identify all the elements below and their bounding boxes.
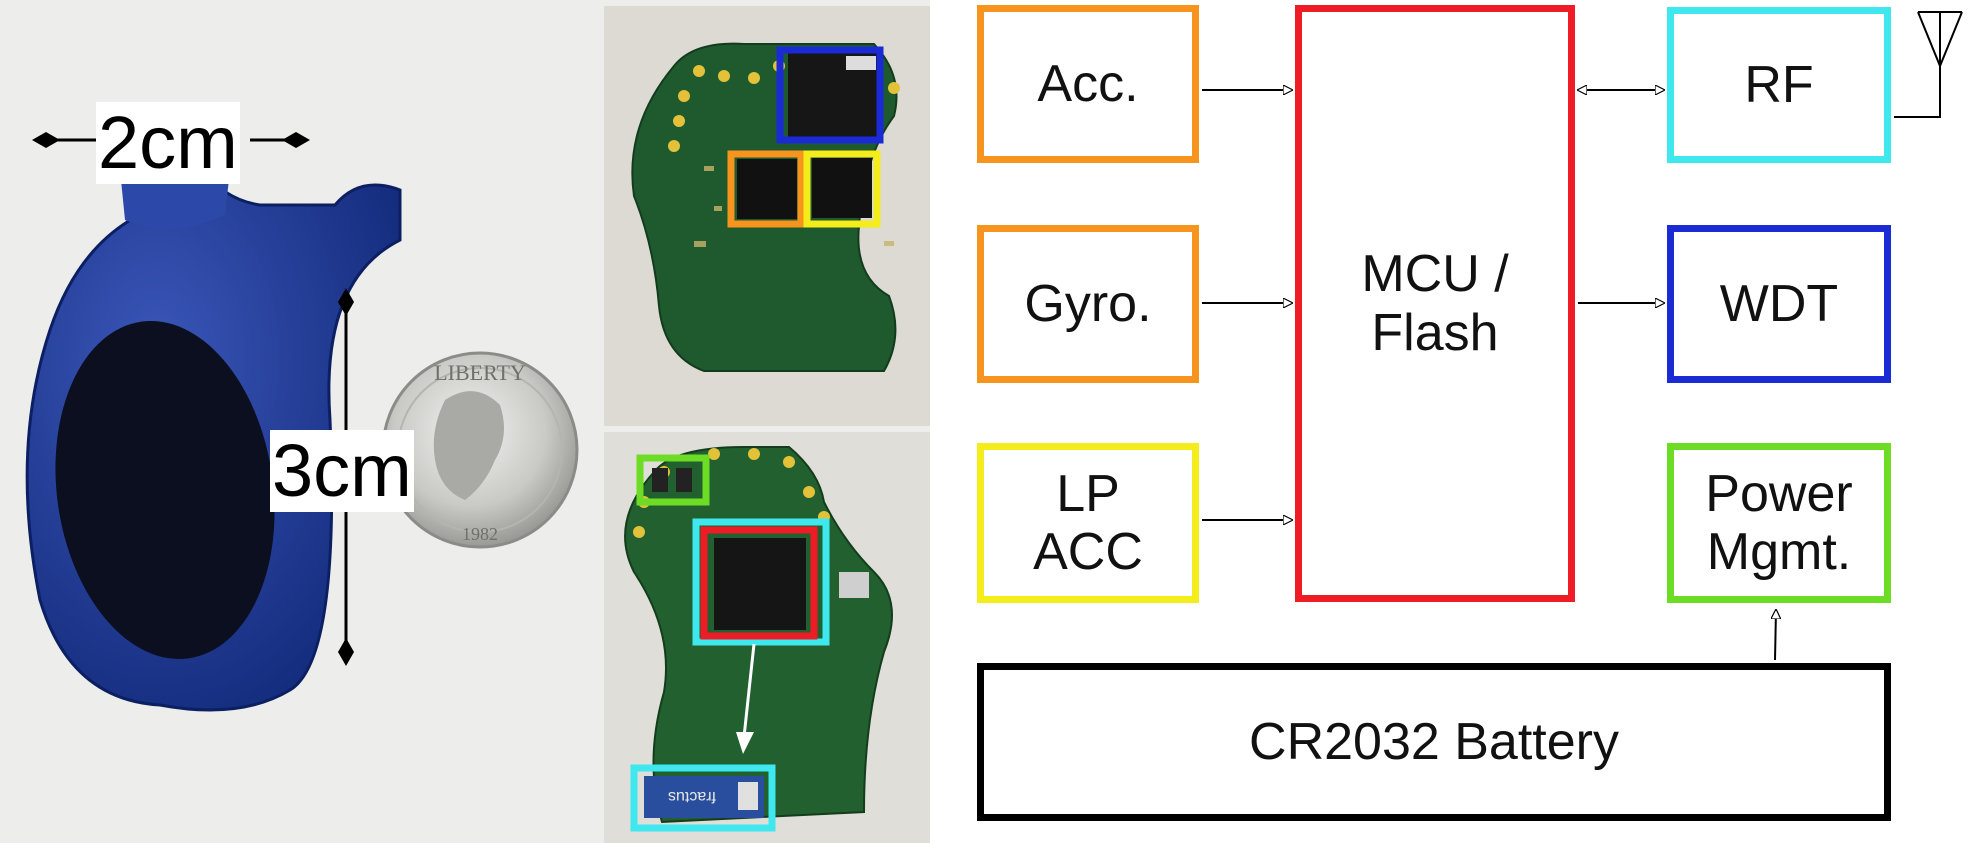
antenna-text: fractus — [668, 788, 716, 805]
pcb-arrow-line — [742, 643, 756, 738]
battery-block: CR2032 Battery — [977, 663, 1891, 821]
pcb-acc-highlight — [727, 150, 805, 228]
mcu-flash-block: MCU / Flash — [1295, 5, 1575, 602]
gyro-block: Gyro. — [977, 225, 1199, 383]
pcb-antenna-highlight — [630, 764, 776, 832]
pcb-rf-highlight — [692, 518, 830, 646]
pcb-wdt-highlight — [776, 46, 884, 144]
height-dimension — [338, 288, 354, 666]
width-label: 2cm — [96, 101, 240, 184]
coin-year: 1982 — [462, 524, 498, 544]
wdt-block: WDT — [1667, 225, 1891, 383]
width-dimension — [32, 132, 310, 148]
pcb-mcu-highlight — [700, 526, 818, 640]
diagram-connectors — [1202, 11, 1963, 661]
fitness-tracker-device — [25, 160, 402, 712]
acc-block: Acc. — [977, 5, 1199, 163]
quarter-coin: LIBERTY 1982 — [381, 351, 579, 549]
antenna-icon — [1894, 11, 1963, 118]
pcb-lpacc-highlight — [803, 150, 881, 228]
device-photo-art: LIBERTY 1982 — [25, 132, 579, 712]
rf-block: RF — [1667, 7, 1891, 163]
coin-text: LIBERTY — [434, 360, 526, 385]
lp-acc-block: LP ACC — [977, 443, 1199, 603]
pcb-bottom-art: fractus — [624, 446, 893, 832]
pcb-bottom-photo: fractus — [604, 432, 930, 843]
pcb-power-highlight — [636, 454, 710, 506]
power-mgmt-block: Power Mgmt. — [1667, 443, 1891, 603]
pcb-top-photo — [604, 6, 930, 426]
block-diagram: Acc. Gyro. LP ACC MCU / Flash RF WDT Pow… — [930, 0, 1982, 843]
height-label: 3cm — [270, 429, 414, 512]
battery-to-power-arrow — [1775, 610, 1776, 661]
pcb-top-art — [631, 42, 900, 372]
pcb-arrow-head — [736, 732, 754, 754]
